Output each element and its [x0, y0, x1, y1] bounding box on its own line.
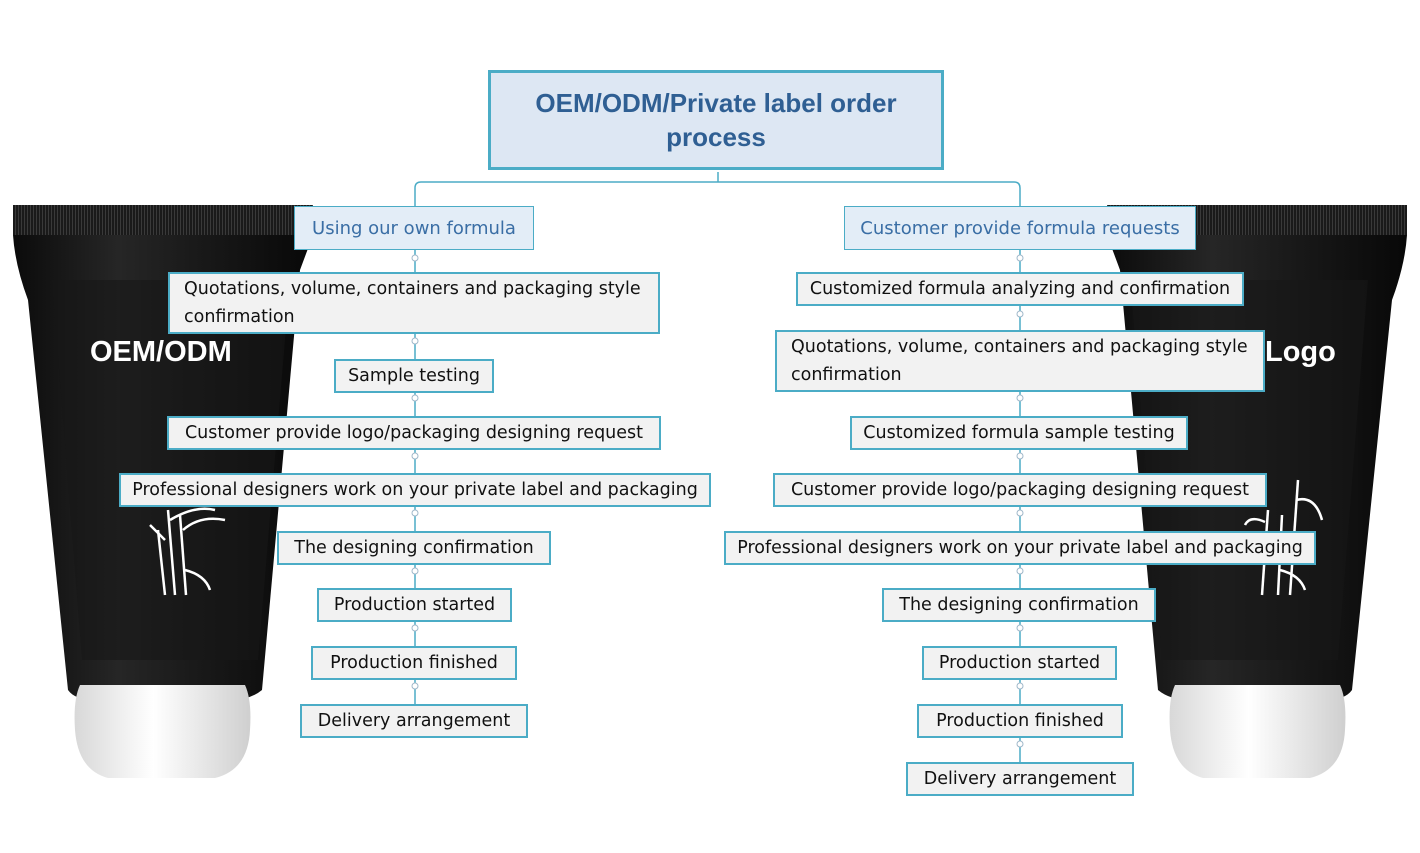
tube-label-right: Logo: [1265, 336, 1336, 368]
left-step-logo-request: Customer provide logo/packaging designin…: [167, 416, 661, 450]
left-step-quotation: Quotations, volume, containers and packa…: [168, 272, 660, 334]
left-step-sample-testing: Sample testing: [334, 359, 494, 393]
left-step-delivery: Delivery arrangement: [300, 704, 528, 738]
right-step-design-confirmation: The designing confirmation: [882, 588, 1156, 622]
left-step-design-confirmation: The designing confirmation: [277, 531, 551, 565]
right-step-production-started: Production started: [922, 646, 1117, 680]
left-step-production-finished: Production finished: [311, 646, 517, 680]
bamboo-icon: [149, 507, 226, 596]
left-step-production-started: Production started: [317, 588, 512, 622]
right-step-quotation: Quotations, volume, containers and packa…: [775, 330, 1265, 392]
branch-customer-formula: Customer provide formula requests: [844, 206, 1196, 250]
right-step-formula-analyzing: Customized formula analyzing and confirm…: [796, 272, 1244, 306]
right-step-designers: Professional designers work on your priv…: [724, 531, 1316, 565]
right-step-delivery: Delivery arrangement: [906, 762, 1134, 796]
right-step-production-finished: Production finished: [917, 704, 1123, 738]
right-step-logo-request: Customer provide logo/packaging designin…: [773, 473, 1267, 507]
branch-own-formula: Using our own formula: [294, 206, 534, 250]
left-step-designers: Professional designers work on your priv…: [119, 473, 711, 507]
diagram-title: OEM/ODM/Private label order process: [488, 70, 944, 170]
tube-label-left: OEM/ODM: [90, 336, 232, 368]
right-step-sample-testing: Customized formula sample testing: [850, 416, 1188, 450]
